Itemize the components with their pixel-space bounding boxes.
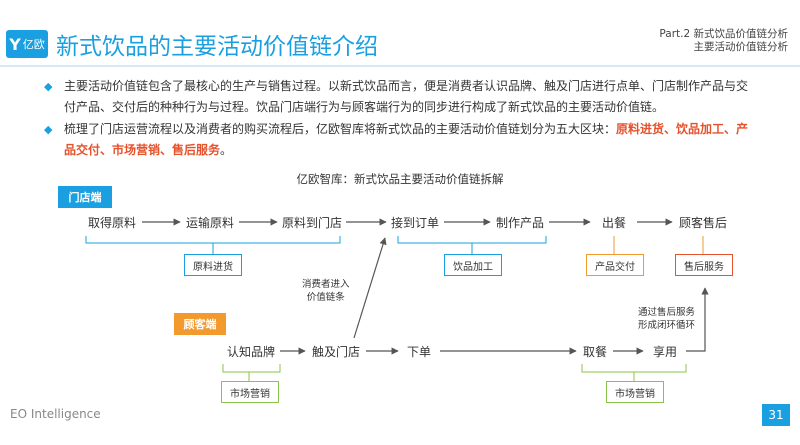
store-node-get-material: 取得原料 xyxy=(87,216,137,230)
bracket-raw xyxy=(85,236,341,244)
bracket-mkt2 xyxy=(581,364,687,373)
bullet-2-highlight: 原料进货、饮品加工、产品交付、市场营销、售后服务 xyxy=(64,122,749,157)
arrow-loop-back xyxy=(686,287,709,352)
arrow-enter-chain xyxy=(353,237,387,339)
note-enter-chain: 消费者进入 价值链条 xyxy=(302,278,350,304)
title-divider xyxy=(0,65,800,67)
cust-node-reach-store: 触及门店 xyxy=(311,345,361,359)
page-number: 31 xyxy=(762,404,790,426)
note-enter-line1: 消费者进入 xyxy=(302,279,350,290)
diagram-title: 亿欧智库：新式饮品主要活动价值链拆解 xyxy=(296,172,504,186)
section-label-line1: Part.2 新式饮品价值链分析 xyxy=(659,28,788,40)
page-title: 新式饮品的主要活动价值链介绍 xyxy=(56,34,378,60)
logo-y-mark: Y xyxy=(9,34,21,54)
bullet-1: ◆ 主要活动价值链包含了最核心的生产与销售过程。以新式饮品而言，便是消费者认识品… xyxy=(44,76,754,118)
block-processing: 饮品加工 xyxy=(444,254,502,276)
bullet-2: ◆ 梳理了门店运营流程以及消费者的购买流程后，亿欧智库将新式饮品的主要活动价值链… xyxy=(44,119,754,161)
bullet-2-suffix: 。 xyxy=(220,143,233,157)
customer-side-tag: 顾客端 xyxy=(174,313,226,335)
store-node-serve: 出餐 xyxy=(601,216,627,230)
cust-node-pickup: 取餐 xyxy=(582,345,608,359)
bracket-mkt1 xyxy=(222,364,281,373)
store-node-arrive: 原料到门店 xyxy=(281,216,343,230)
cust-node-awareness: 认知品牌 xyxy=(226,345,276,359)
store-side-tag: 门店端 xyxy=(58,186,112,208)
store-node-aftersale: 顾客售后 xyxy=(678,216,728,230)
note-loop-line2: 形成闭环循环 xyxy=(638,320,696,331)
footer-brand: EO Intelligence xyxy=(10,407,101,421)
note-loop: 通过售后服务 形成闭环循环 xyxy=(638,306,695,332)
store-node-make: 制作产品 xyxy=(495,216,545,230)
bullet-2-text: 梳理了门店运营流程以及消费者的购买流程后，亿欧智库将新式饮品的主要活动价值链划分… xyxy=(64,122,617,136)
cust-node-enjoy: 享用 xyxy=(652,345,678,359)
block-raw-material: 原料进货 xyxy=(184,254,242,276)
cust-node-place-order: 下单 xyxy=(406,345,432,359)
bracket-process xyxy=(397,236,547,244)
brand-logo: Y 亿欧 xyxy=(6,30,48,58)
bullet-1-text: 主要活动价值链包含了最核心的生产与销售过程。以新式饮品而言，便是消费者认识品牌、… xyxy=(64,79,749,114)
store-node-order-received: 接到订单 xyxy=(390,216,440,230)
diamond-bullet-icon: ◆ xyxy=(44,80,53,93)
store-node-transport: 运输原料 xyxy=(185,216,235,230)
block-marketing-1: 市场营销 xyxy=(221,381,279,403)
logo-text: 亿欧 xyxy=(22,38,45,51)
section-label: Part.2 新式饮品价值链分析 主要活动价值链分析 xyxy=(659,28,788,54)
section-label-line2: 主要活动价值链分析 xyxy=(693,41,789,53)
note-enter-line2: 价值链条 xyxy=(306,292,345,303)
diamond-bullet-icon: ◆ xyxy=(44,123,53,136)
block-marketing-2: 市场营销 xyxy=(606,381,664,403)
note-loop-line1: 通过售后服务 xyxy=(638,307,696,318)
block-delivery: 产品交付 xyxy=(586,254,644,276)
block-aftersale: 售后服务 xyxy=(675,254,733,276)
